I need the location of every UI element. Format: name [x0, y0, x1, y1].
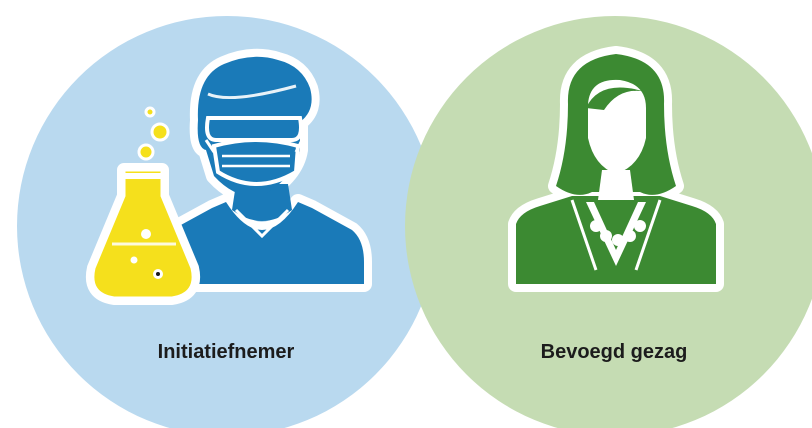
flask-icon	[86, 106, 200, 305]
authority-label: Bevoegd gezag	[540, 341, 688, 363]
businesswoman-icon	[508, 46, 724, 292]
initiator-label: Initiatiefnemer	[157, 341, 295, 363]
scientist-icon	[160, 48, 372, 292]
